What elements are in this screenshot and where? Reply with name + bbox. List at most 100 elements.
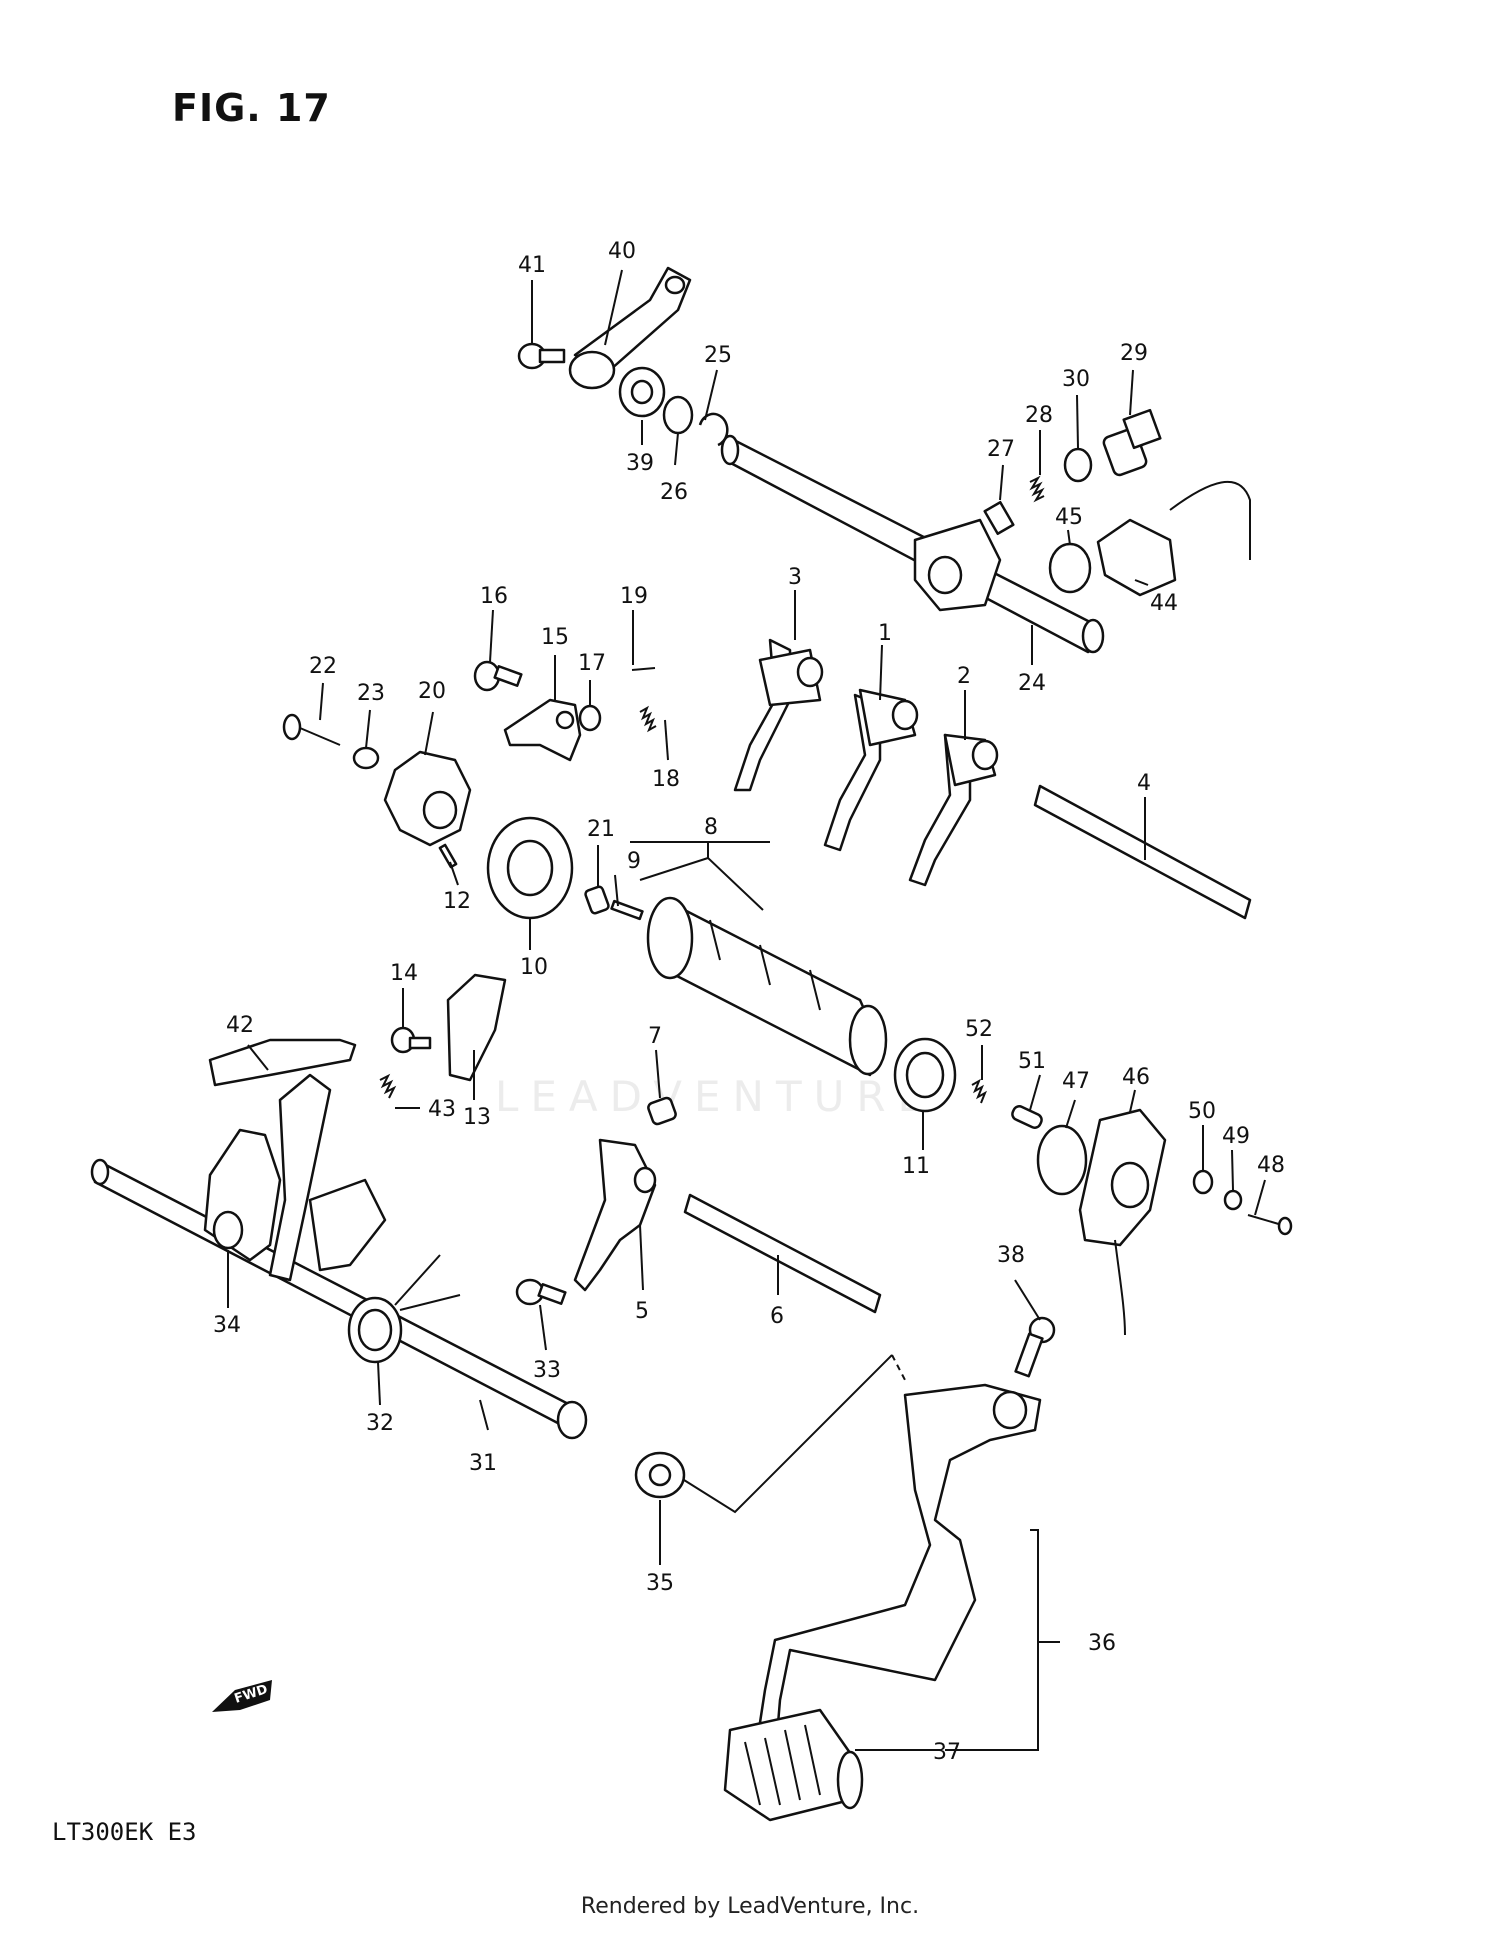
callout-33: 33	[533, 1358, 561, 1383]
part-10-bearing	[486, 816, 574, 920]
part-47-o-ring	[1036, 1124, 1088, 1196]
callout-21: 21	[587, 817, 615, 842]
callout-5: 5	[635, 1299, 649, 1324]
callout-45: 45	[1055, 505, 1083, 530]
part-20-cam-stopper-plate	[383, 750, 472, 847]
part-28-spring	[1029, 475, 1045, 503]
part-5-shift-fork	[573, 1138, 657, 1292]
leader-lines	[227, 269, 1266, 1751]
part-35-oil-seal	[634, 1451, 686, 1499]
part-23-washer	[352, 746, 380, 770]
callout-36: 36	[1088, 1631, 1116, 1656]
callout-50: 50	[1188, 1099, 1216, 1124]
callout-51: 51	[1018, 1049, 1046, 1074]
part-18-spring	[639, 705, 657, 733]
callout-11: 11	[902, 1154, 930, 1179]
callout-2: 2	[957, 664, 971, 689]
callout-29: 29	[1120, 341, 1148, 366]
callout-30: 30	[1062, 367, 1090, 392]
callout-42: 42	[226, 1013, 254, 1038]
part-27-pin	[983, 500, 1015, 536]
callout-37: 37	[933, 1740, 961, 1765]
callout-26: 26	[660, 480, 688, 505]
part-8-gearshift-cam	[646, 896, 888, 1077]
part-22-bolt	[282, 713, 341, 746]
callout-1: 1	[878, 621, 892, 646]
part-13-plate	[446, 973, 507, 1082]
part-49-washer	[1223, 1189, 1243, 1211]
callout-15: 15	[541, 625, 569, 650]
part-3-shift-fork	[733, 638, 824, 792]
callout-labels: 1 2 3 4 5 6 7 8 9 10 11 12 13 14 15 16 1…	[213, 239, 1285, 1765]
part-43-spring	[379, 1073, 397, 1099]
callout-31: 31	[469, 1451, 497, 1476]
part-32-return-spring	[347, 1254, 461, 1364]
callout-9: 9	[627, 849, 641, 874]
part-12-pin	[438, 843, 458, 869]
part-42-gearshift-arm	[203, 1038, 387, 1282]
callout-20: 20	[418, 679, 446, 704]
callout-40: 40	[608, 239, 636, 264]
callout-24: 24	[1018, 671, 1046, 696]
callout-39: 39	[626, 451, 654, 476]
callout-16: 16	[480, 584, 508, 609]
callout-47: 47	[1062, 1069, 1090, 1094]
callout-10: 10	[520, 955, 548, 980]
callout-13: 13	[463, 1105, 491, 1130]
part-46-gear-position-switch	[1078, 1108, 1167, 1336]
callout-22: 22	[309, 654, 337, 679]
callout-34: 34	[213, 1313, 241, 1338]
part-19-pin	[631, 667, 656, 671]
part-48-screw	[1247, 1214, 1283, 1226]
part-48-screw-head	[1277, 1216, 1293, 1236]
callout-27: 27	[987, 437, 1015, 462]
part-1-shift-fork	[823, 688, 919, 852]
callout-43: 43	[428, 1097, 456, 1122]
part-38-bolt	[1014, 1316, 1056, 1378]
part-34-washer	[212, 1210, 244, 1250]
callout-4: 4	[1137, 771, 1151, 796]
model-code: LT300EK E3	[52, 1818, 197, 1846]
part-21-pin	[584, 885, 610, 915]
callout-7: 7	[648, 1024, 662, 1049]
part-36-gearshift-lever	[753, 1383, 1042, 1762]
part-7-roller	[647, 1096, 677, 1126]
part-40-shift-arm	[568, 266, 692, 390]
part-37-lever-rubber	[723, 1708, 864, 1822]
part-15-cam-stopper	[503, 698, 582, 762]
callout-48: 48	[1257, 1153, 1285, 1178]
callout-38: 38	[997, 1243, 1025, 1268]
part-17-washer	[578, 704, 602, 732]
part-shift-shaft	[720, 434, 1105, 654]
callout-3: 3	[788, 565, 802, 590]
part-41-bolt	[517, 342, 566, 370]
callout-35: 35	[646, 1571, 674, 1596]
part-26-washer	[662, 395, 694, 435]
part-45-o-ring	[1048, 542, 1092, 594]
callout-14: 14	[390, 961, 418, 986]
callout-41: 41	[518, 253, 546, 278]
callout-6: 6	[770, 1304, 784, 1329]
part-14-bolt	[390, 1026, 432, 1054]
callout-23: 23	[357, 681, 385, 706]
fwd-arrow-icon: FWD	[212, 1680, 272, 1712]
relation-dash-35	[891, 1354, 906, 1381]
callout-19: 19	[620, 584, 648, 609]
callout-18: 18	[652, 767, 680, 792]
part-16-bolt	[473, 660, 523, 692]
part-50-washer	[1192, 1169, 1214, 1195]
part-11-needle-bearing	[893, 1037, 957, 1113]
callout-17: 17	[578, 651, 606, 676]
figure-title: FIG. 17	[172, 86, 331, 130]
callout-49: 49	[1222, 1124, 1250, 1149]
callout-25: 25	[704, 343, 732, 368]
relation-line-35	[683, 1354, 893, 1514]
part-51-pin	[1011, 1105, 1043, 1129]
part-29-plug	[1102, 408, 1162, 477]
footer-credit: Rendered by LeadVenture, Inc.	[580, 1894, 920, 1919]
part-25-circlip	[698, 412, 729, 447]
part-9-pin	[610, 899, 644, 921]
callout-8: 8	[704, 815, 718, 840]
